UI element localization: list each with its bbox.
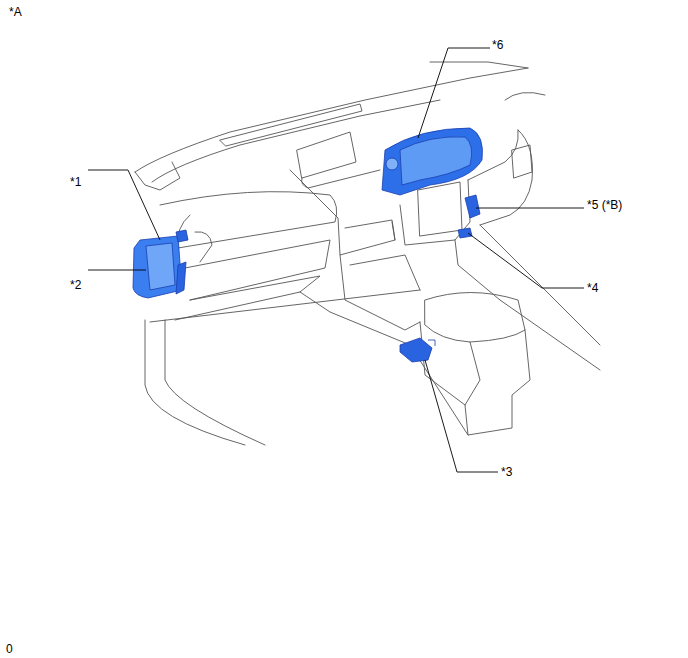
callout-number: *5 (*B) <box>586 198 623 212</box>
callout-number: *6 <box>491 38 504 52</box>
callout-number: *2 <box>69 278 82 292</box>
callout-number: *3 <box>500 465 513 479</box>
callout-number: *A <box>8 5 23 19</box>
callout-number: *4 <box>586 281 599 295</box>
callout-number: 0 <box>5 642 14 656</box>
callout-number: *1 <box>69 175 82 189</box>
